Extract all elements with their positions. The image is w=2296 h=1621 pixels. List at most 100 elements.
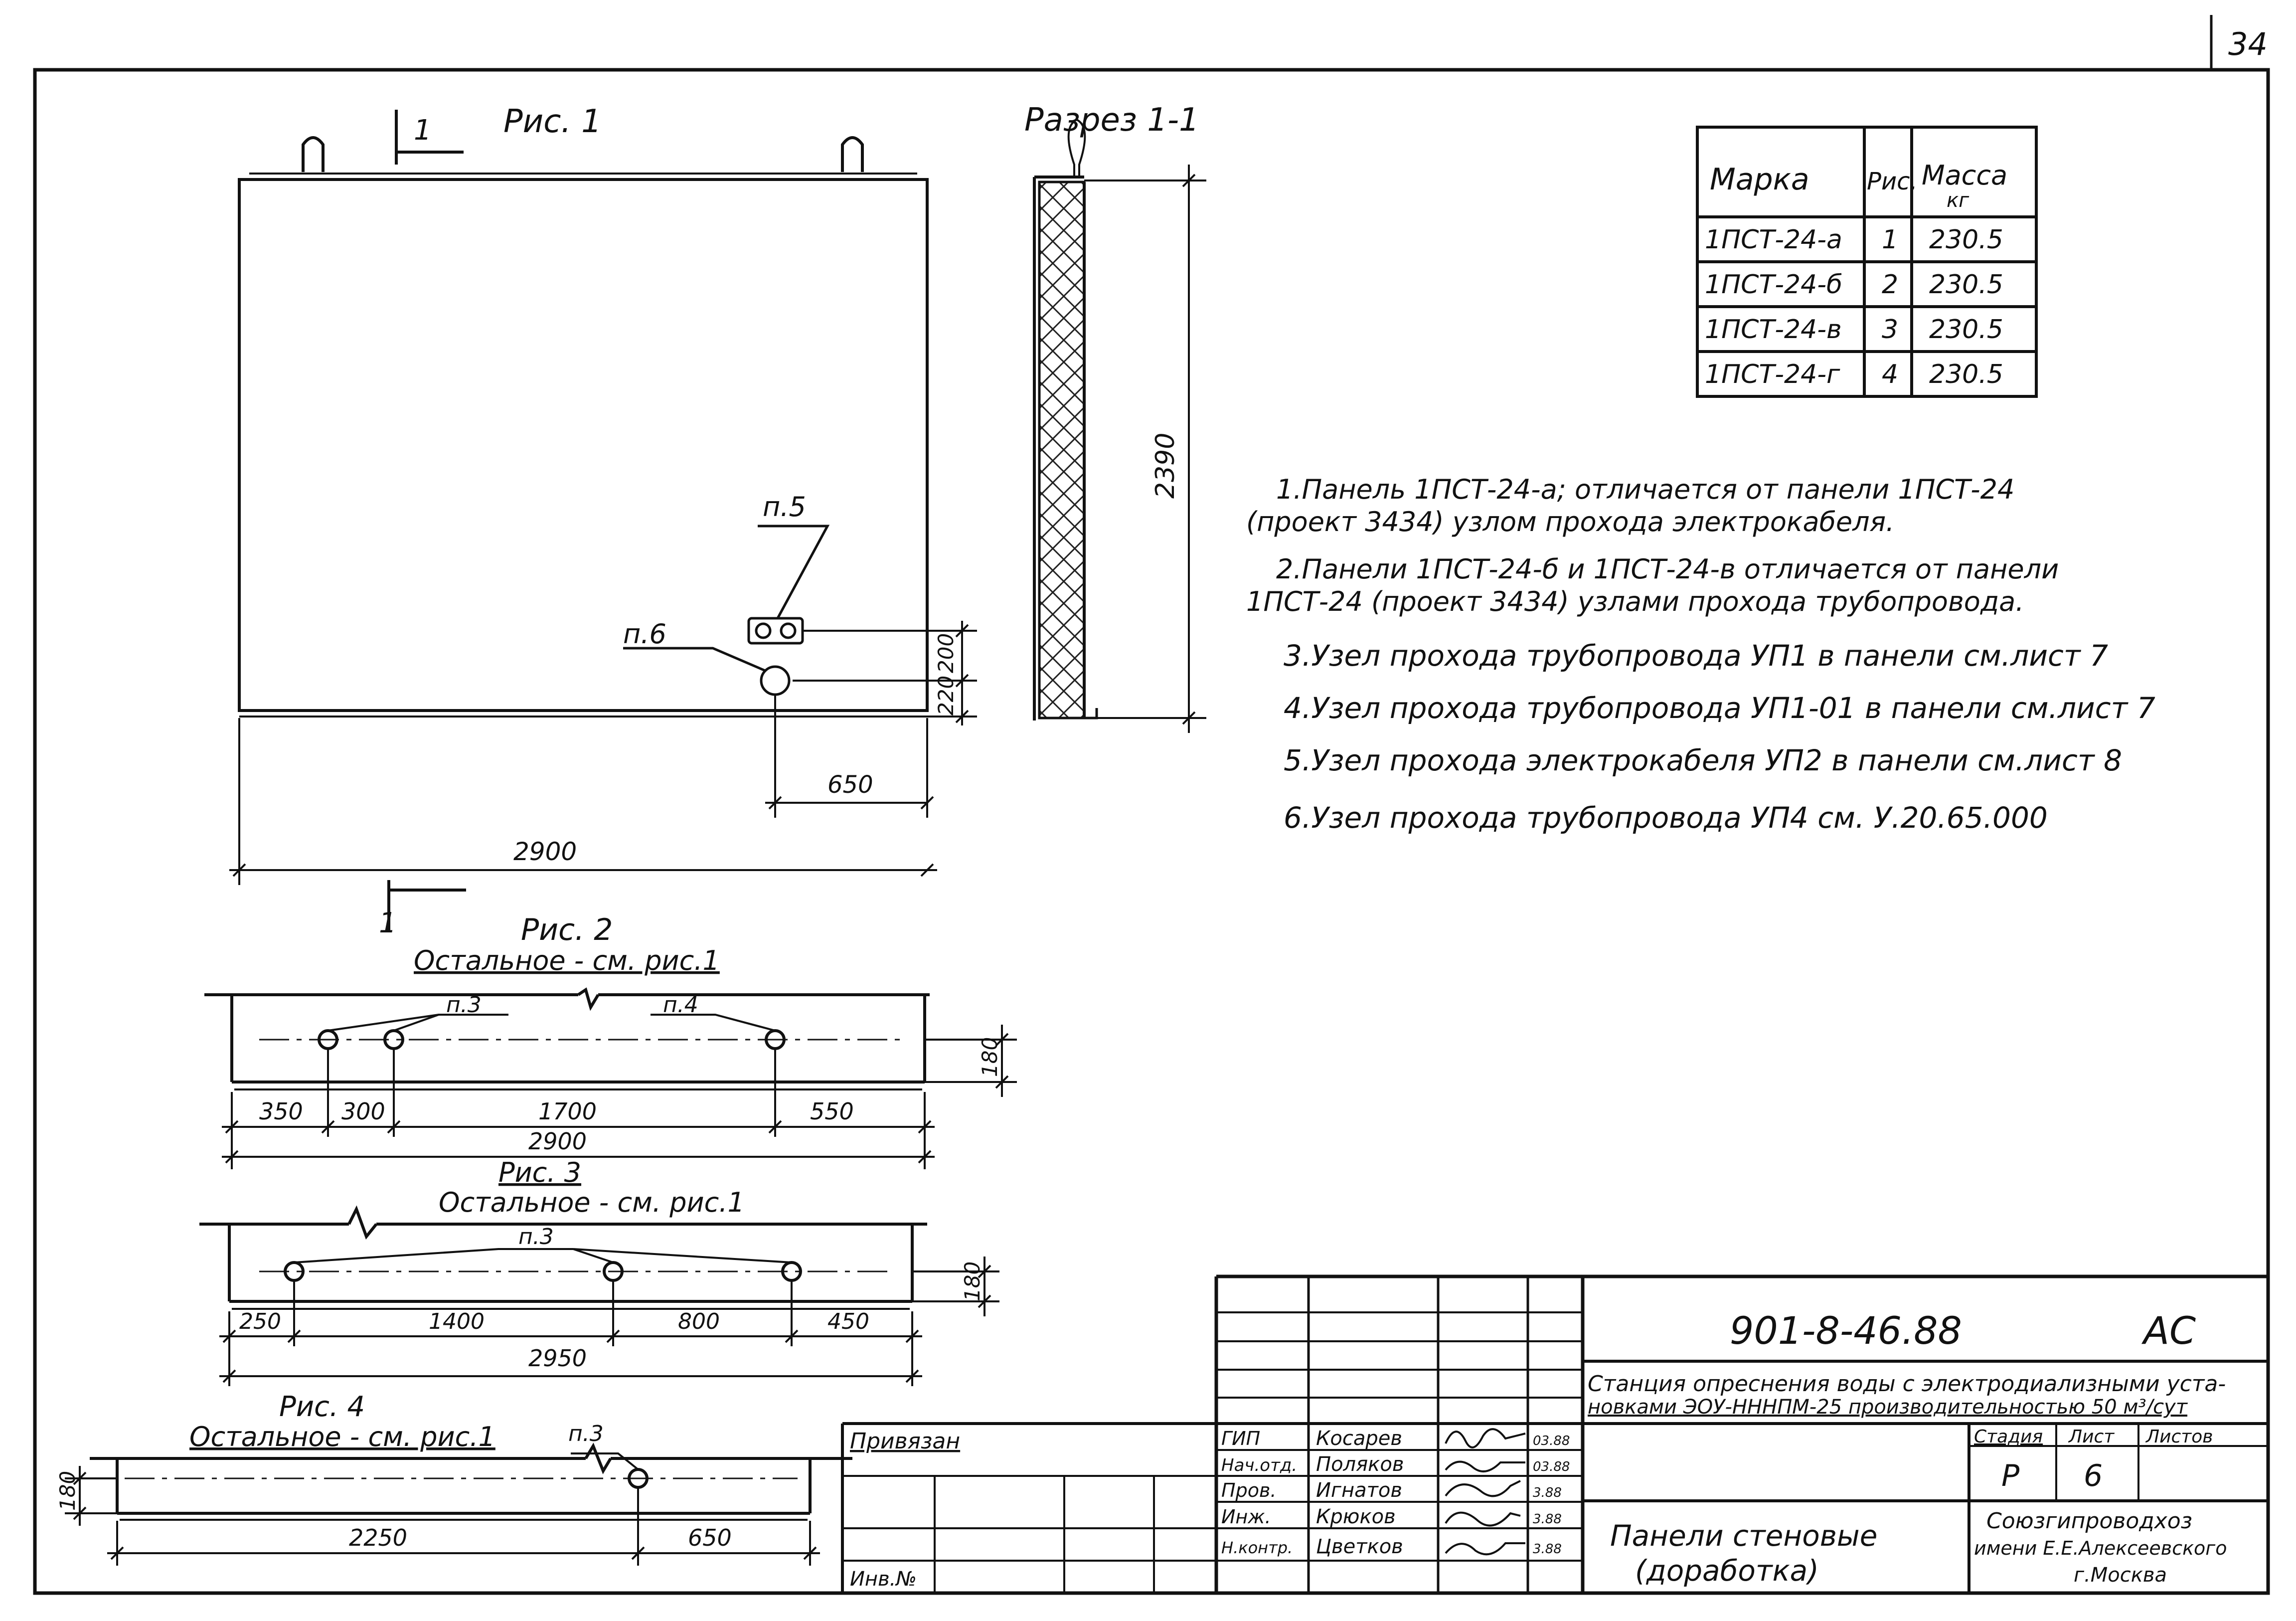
section-title: Разрез 1-1	[1024, 102, 1199, 139]
fig3-panel	[199, 1205, 927, 1310]
fig3-dimensions	[219, 1257, 999, 1386]
fig2-note: Остальное - см. рис.1	[414, 945, 720, 976]
staff-date-3: 3.88	[1533, 1485, 1562, 1500]
fig3-label-p3: п.3	[518, 1224, 554, 1250]
staff-date-4: 3.88	[1533, 1512, 1562, 1527]
staff-role-3: Пров.	[1221, 1479, 1276, 1501]
fig3-dim-250: 250	[239, 1309, 281, 1334]
note-line-7: 5.Узел прохода электрокабеля УП2 в панел…	[1284, 743, 2122, 777]
mass-table-row-4-mass: 230.5	[1929, 360, 2003, 389]
signatures	[1445, 1428, 1526, 1556]
fig3-title: Рис. 3	[498, 1157, 581, 1188]
stage-header: Стадия	[1974, 1427, 2043, 1447]
fig2-dimensions	[222, 1025, 1017, 1169]
mass-table-header-mark: Марка	[1710, 162, 1809, 197]
opening-p6	[623, 647, 791, 696]
org-line-3: г.Москва	[2074, 1564, 2167, 1587]
dim-200: 200	[934, 633, 958, 673]
sheet-value: 6	[2084, 1458, 2103, 1493]
staff-date-2: 03.88	[1533, 1459, 1570, 1474]
mass-table-row-4-mark: 1ПСТ-24-г	[1705, 360, 1840, 389]
note-line-3: 2.Панели 1ПСТ-24-б и 1ПСТ-24-в отличаетс…	[1276, 553, 2059, 585]
title-mark: АС	[2141, 1308, 2196, 1353]
staff-date-5: 3.88	[1533, 1542, 1562, 1557]
staff-name-4: Крюков	[1316, 1505, 1396, 1528]
fig2-dim-300: 300	[341, 1098, 385, 1125]
project-line-2: новками ЭОУ-НННПМ-25 производительностью…	[1588, 1396, 2188, 1419]
staff-date-1: 03.88	[1533, 1434, 1570, 1448]
fig2-dim-total: 2900	[528, 1128, 587, 1155]
fig4-label-p3: п.3	[568, 1421, 604, 1446]
opening-p5	[747, 525, 830, 645]
mass-table	[1696, 126, 2038, 398]
dim-220: 220	[934, 676, 958, 716]
section-cut-mark-top-label: 1	[414, 114, 432, 147]
fig4-title: Рис. 4	[279, 1391, 365, 1423]
drawing-title-1: Панели стеновые	[1610, 1519, 1877, 1553]
fig3-dim-180: 180	[960, 1261, 984, 1301]
stage-value: Р	[2001, 1458, 2020, 1493]
note-line-2: (проект 3434) узлом прохода электрокабел…	[1246, 506, 1894, 538]
mass-table-row-1-mark: 1ПСТ-24-а	[1705, 225, 1842, 255]
mass-table-row-3-mass: 230.5	[1929, 315, 2003, 345]
section-cut-mark-bottom	[387, 880, 466, 932]
staff-list: ГИП Косарев 03.88 Нач.отд. Поляков 03.88…	[1221, 1427, 1570, 1558]
project-line-1: Станция опреснения воды с электродиализн…	[1588, 1371, 2226, 1397]
fig4-dim-650: 650	[688, 1524, 732, 1551]
section-1-1	[1033, 118, 1098, 720]
staff-role-1: ГИП	[1221, 1428, 1260, 1449]
fig3-note: Остальное - см. рис.1	[439, 1187, 745, 1218]
fig4-dimensions	[65, 1466, 820, 1566]
fig2-dim-350: 350	[259, 1098, 303, 1125]
staff-name-2: Поляков	[1316, 1453, 1404, 1476]
mass-table-header-mass: Масса	[1922, 160, 2007, 191]
fig2-label-p3: п.3	[446, 992, 482, 1018]
note-line-8: 6.Узел прохода трубопровода УП4 см. У.20…	[1284, 801, 2048, 835]
privyazan-label: Привязан	[850, 1429, 960, 1454]
mass-table-row-3-mark: 1ПСТ-24-в	[1705, 315, 1842, 345]
section-cut-mark-top	[395, 110, 464, 165]
mass-table-header-unit: кг	[1947, 189, 1969, 212]
section-dimensions	[1084, 165, 1206, 733]
fig3-dim-total: 2950	[528, 1345, 587, 1372]
mass-table-row-2-mass: 230.5	[1929, 270, 2003, 300]
fig3-dim-450: 450	[827, 1309, 869, 1334]
staff-name-5: Цветков	[1316, 1535, 1403, 1558]
dim-2900: 2900	[513, 837, 577, 866]
section-cut-mark-bottom-label: 1	[379, 907, 397, 939]
org-line-2: имени Е.Е.Алексеевского	[1974, 1537, 2227, 1559]
fig1-dimensions	[229, 621, 977, 885]
mass-table-header-fig: Рис.	[1867, 168, 1918, 195]
org-line-1: Союзгипроводхоз	[1986, 1508, 2192, 1534]
fig2-dim-550: 550	[810, 1098, 854, 1125]
inv-label: Инв.№	[850, 1568, 917, 1591]
fig4-dim-2250: 2250	[349, 1524, 407, 1551]
lifting-loop-right	[841, 136, 864, 172]
fig2-dim-180: 180	[978, 1037, 1002, 1077]
drawing-title-2: (доработка)	[1635, 1554, 1819, 1588]
sheets-header: Листов	[2145, 1427, 2213, 1447]
fig2-label-p4: п.4	[663, 992, 698, 1018]
fig3-dim-1400: 1400	[429, 1309, 485, 1334]
mass-table-row-3-fig: 3	[1882, 315, 1898, 345]
fig2-title: Рис. 2	[521, 912, 613, 947]
staff-name-1: Косарев	[1316, 1427, 1402, 1450]
label-p6: п.6	[623, 618, 666, 650]
mass-table-row-1-mass: 230.5	[1929, 225, 2003, 255]
dim-2390: 2390	[1150, 433, 1180, 499]
lifting-loop-left	[302, 136, 325, 172]
fig4-panel	[90, 1442, 852, 1521]
note-line-4: 1ПСТ-24 (проект 3434) узлами прохода тру…	[1246, 586, 2024, 617]
sheet-header: Лист	[2068, 1427, 2115, 1447]
sheet-frame	[33, 15, 2270, 1595]
notes: 1.Панель 1ПСТ-24-а; отличается от панели…	[1246, 474, 2155, 835]
fig4-note: Остальное - см. рис.1	[189, 1421, 495, 1452]
dim-650: 650	[827, 771, 873, 799]
staff-name-3: Игнатов	[1316, 1479, 1402, 1502]
fig1-panel	[238, 136, 929, 718]
fig3-dim-800: 800	[678, 1309, 720, 1334]
mass-table-row-2-mark: 1ПСТ-24-б	[1705, 270, 1842, 300]
fig2-dim-1700: 1700	[538, 1098, 597, 1125]
title-code: 901-8-46.88	[1730, 1308, 1962, 1353]
